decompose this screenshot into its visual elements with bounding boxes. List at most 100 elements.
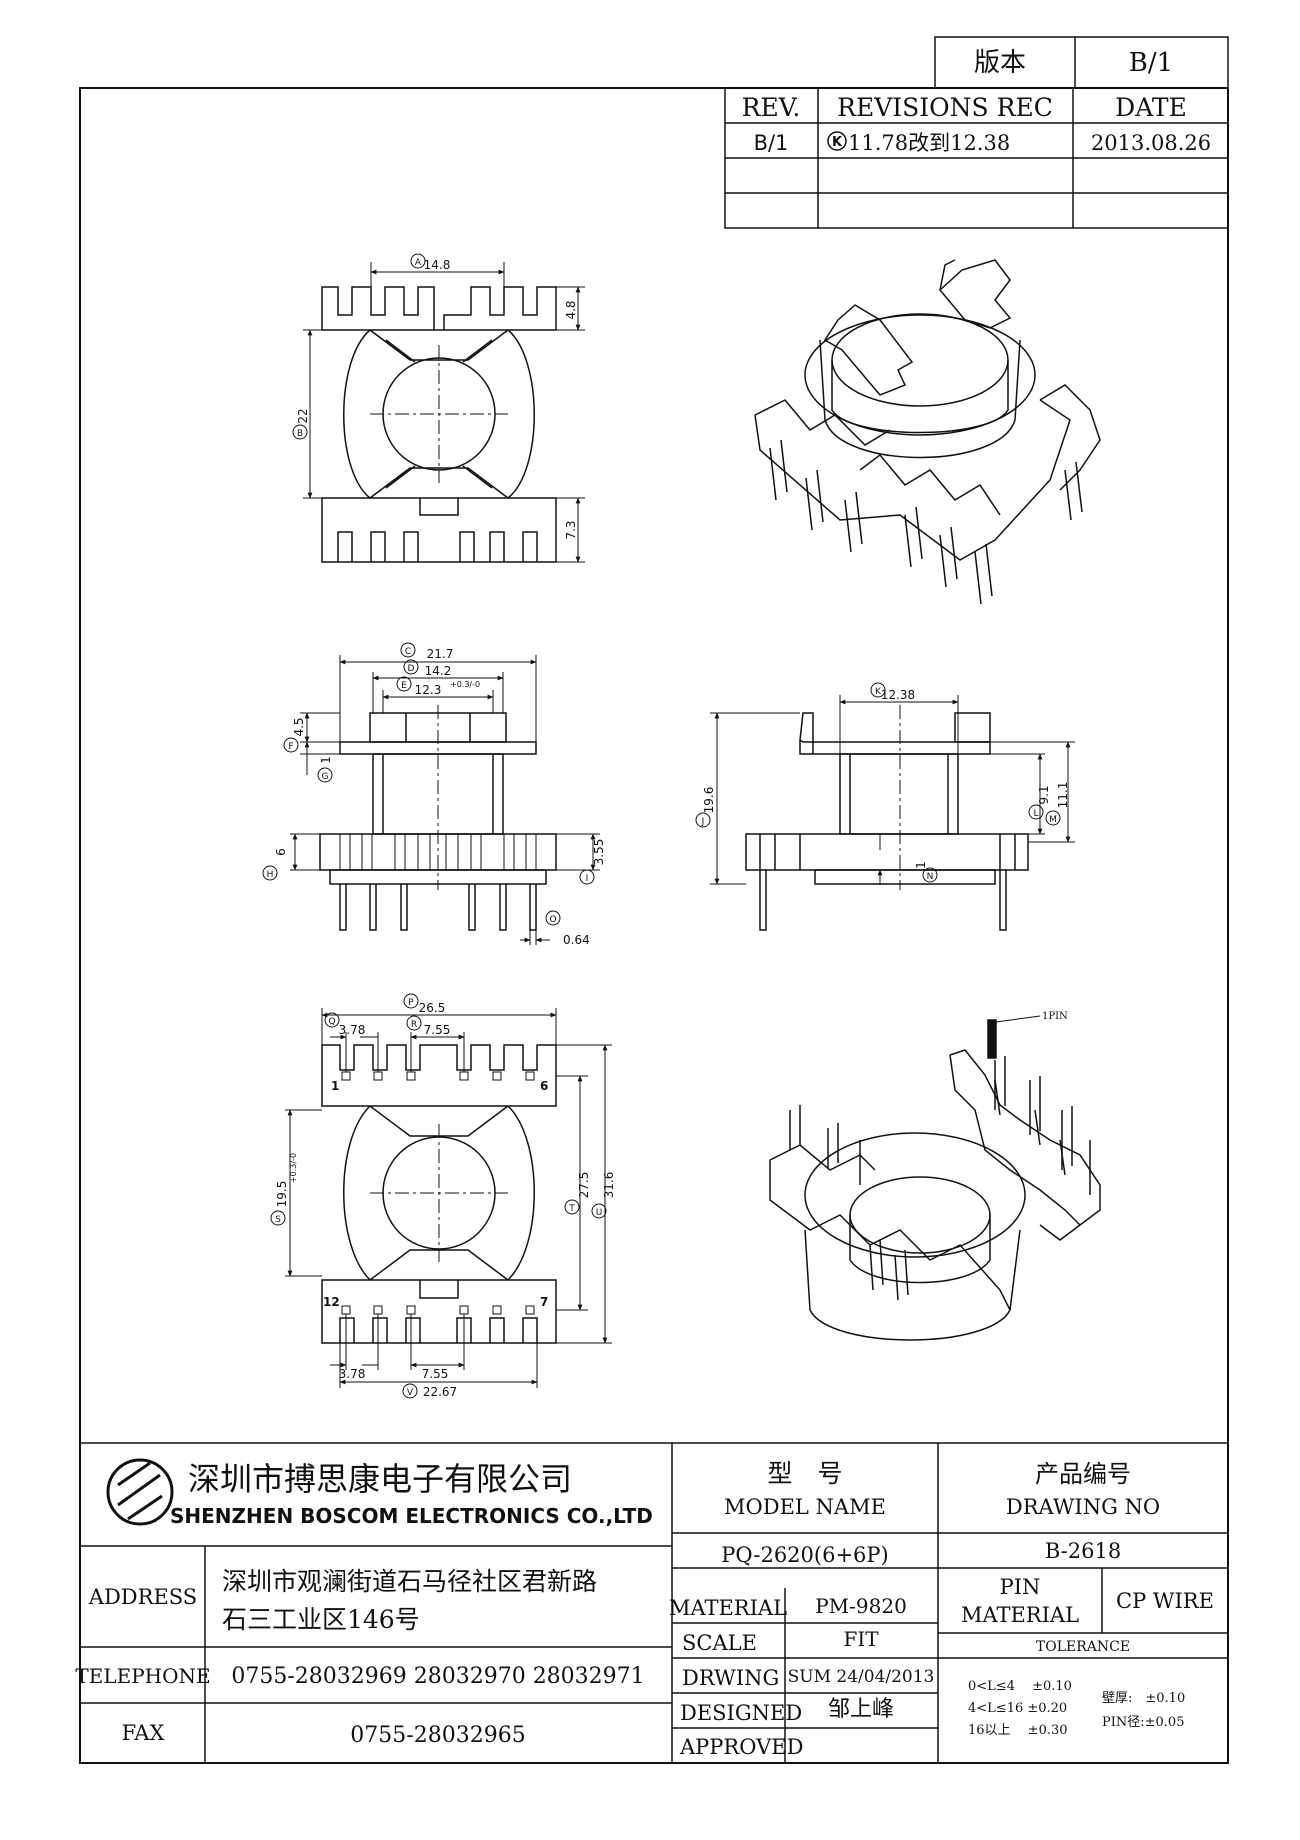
address-line-1: 深圳市观澜街道石马径社区君新路 bbox=[222, 1567, 597, 1596]
dim-h-top: 4.8 bbox=[564, 300, 578, 319]
dim-a: 14.8 bbox=[424, 258, 451, 272]
revision-table bbox=[724, 36, 1229, 229]
pin-material-value: CP WIRE bbox=[1116, 1589, 1214, 1613]
pin-label-7: 7 bbox=[540, 1295, 548, 1309]
svg-text:L: L bbox=[1033, 809, 1038, 819]
dim-t: 27.5 bbox=[577, 1172, 591, 1199]
drawing-value: B-2618 bbox=[1045, 1539, 1121, 1563]
svg-text:H: H bbox=[267, 870, 274, 880]
front-view-dim-text: C 21.7 D 14.2 E 12.3 +0.3/-0 F 4.5 G 1 H… bbox=[262, 642, 606, 947]
rev-row-mark: K bbox=[832, 135, 843, 150]
model-value: PQ-2620(6+6P) bbox=[721, 1543, 889, 1567]
fax-label: FAX bbox=[122, 1721, 165, 1745]
telephone-value: 0755-28032969 28032970 28032971 bbox=[231, 1664, 644, 1689]
side-view-dim-text: K 12.38 J 19.6 L 9.1 M 11.1 N 1 bbox=[695, 682, 1070, 883]
dim-n: 1 bbox=[914, 861, 928, 869]
company-name-en: SHENZHEN BOSCOM ELECTRONICS CO.,LTD bbox=[170, 1504, 653, 1528]
svg-text:D: D bbox=[408, 664, 415, 674]
dim-h-front: 6 bbox=[274, 848, 288, 856]
side-view-dimensions bbox=[710, 695, 1075, 885]
pin-label-1: 1 bbox=[331, 1079, 339, 1093]
model-label-cn: 型 号 bbox=[767, 1459, 842, 1488]
tolerance-label: TOLERANCE bbox=[1036, 1639, 1130, 1655]
dim-o: 0.64 bbox=[563, 933, 590, 947]
dim-l: 9.1 bbox=[1037, 785, 1051, 804]
svg-text:M: M bbox=[1049, 815, 1057, 825]
svg-text:A: A bbox=[415, 258, 422, 268]
dim-c: 21.7 bbox=[427, 647, 454, 661]
drawing-row-value: SUM 24/04/2013 bbox=[788, 1667, 935, 1687]
svg-text:U: U bbox=[596, 1208, 603, 1218]
dim-p: 26.5 bbox=[419, 1001, 446, 1015]
svg-text:V: V bbox=[407, 1388, 414, 1398]
front-view bbox=[319, 712, 557, 931]
dim-e: 12.3 bbox=[415, 683, 442, 697]
dim-k-side: 12.38 bbox=[881, 688, 915, 702]
rev-mark-circle bbox=[827, 131, 847, 151]
rev-row-text: 11.78改到12.38 bbox=[848, 131, 1010, 155]
dim-f: 4.5 bbox=[292, 717, 306, 736]
svg-text:I: I bbox=[586, 874, 589, 884]
svg-text:B: B bbox=[297, 429, 303, 439]
svg-text:O: O bbox=[549, 915, 556, 925]
svg-text:R: R bbox=[411, 1020, 417, 1030]
tolerance-pin: PIN径:±0.05 bbox=[1102, 1715, 1184, 1730]
company-name-cn: 深圳市搏思康电子有限公司 bbox=[188, 1460, 572, 1498]
dim-q: 3.78 bbox=[339, 1023, 366, 1037]
scale-label: SCALE bbox=[682, 1631, 757, 1655]
svg-text:Q: Q bbox=[328, 1017, 335, 1027]
address-line-2: 石三工业区146号 bbox=[222, 1605, 420, 1634]
approved-label: APPROVED bbox=[679, 1735, 803, 1759]
rev-header: REV. bbox=[742, 93, 801, 122]
dim-v: 7.55 bbox=[422, 1367, 449, 1381]
bottom-view-centerlines bbox=[370, 1124, 508, 1262]
dim-s: 19.5 bbox=[275, 1181, 289, 1208]
model-label-en: MODEL NAME bbox=[724, 1495, 886, 1519]
top-view-dimensions bbox=[303, 262, 585, 563]
rev-row-rev: B/1 bbox=[754, 131, 789, 155]
svg-text:N: N bbox=[927, 872, 934, 882]
designed-label: DESIGNED bbox=[680, 1701, 802, 1725]
bottom-view-pin-labels: 1 6 12 7 bbox=[323, 1079, 548, 1309]
dim-w: 22.67 bbox=[423, 1385, 457, 1399]
isometric-view-top bbox=[754, 259, 1101, 605]
dim-k-top: 7.3 bbox=[564, 520, 578, 539]
fax-value: 0755-28032965 bbox=[350, 1723, 525, 1748]
designed-value: 邹上峰 bbox=[828, 1697, 894, 1722]
dim-j: 19.6 bbox=[702, 787, 716, 814]
svg-text:F: F bbox=[288, 742, 293, 752]
version-label: 版本 bbox=[974, 48, 1026, 78]
tolerance-row-3: 16以上 ±0.30 bbox=[968, 1723, 1068, 1738]
tolerance-wall: 壁厚: ±0.10 bbox=[1102, 1691, 1185, 1706]
material-label: MATERIAL bbox=[669, 1596, 787, 1620]
bottom-view-dim-text: P 26.5 Q 3.78 R 7.55 S 19.5 +0.3/-0 T 27… bbox=[270, 993, 616, 1399]
svg-text:S: S bbox=[275, 1215, 281, 1225]
drawing-label-en: DRAWING NO bbox=[1006, 1495, 1160, 1519]
pin-label-6: 6 bbox=[540, 1079, 548, 1093]
dim-b: 22 bbox=[296, 408, 310, 423]
material-value: PM-9820 bbox=[815, 1594, 907, 1618]
tolerance-row-1: 0<L≤4 ±0.10 bbox=[968, 1679, 1072, 1694]
svg-text:C: C bbox=[405, 647, 411, 657]
dim-m: 11.1 bbox=[1056, 782, 1070, 809]
side-view bbox=[745, 712, 1029, 931]
isometric-view-bottom bbox=[769, 1015, 1101, 1341]
dim-s-tol: +0.3/-0 bbox=[289, 1153, 298, 1183]
telephone-label: TELEPHONE bbox=[75, 1664, 210, 1688]
tolerance-row-2: 4<L≤16 ±0.20 bbox=[968, 1701, 1067, 1716]
bottom-view-dimensions bbox=[285, 1008, 612, 1388]
date-header: DATE bbox=[1115, 93, 1187, 122]
drawing-row-label: DRWING bbox=[682, 1666, 779, 1690]
top-view-centerlines bbox=[370, 345, 508, 483]
scale-value: FIT bbox=[843, 1627, 879, 1651]
company-logo bbox=[106, 1458, 174, 1526]
svg-text:K: K bbox=[875, 687, 882, 697]
svg-text:J: J bbox=[701, 817, 705, 827]
dim-u: 31.6 bbox=[602, 1172, 616, 1199]
rev-row-date: 2013.08.26 bbox=[1091, 131, 1211, 155]
iso-pin-label: 1PIN bbox=[1042, 1011, 1068, 1022]
dim-d: 14.2 bbox=[425, 664, 452, 678]
title-block-grid bbox=[80, 1442, 1228, 1763]
svg-text:P: P bbox=[408, 998, 414, 1008]
